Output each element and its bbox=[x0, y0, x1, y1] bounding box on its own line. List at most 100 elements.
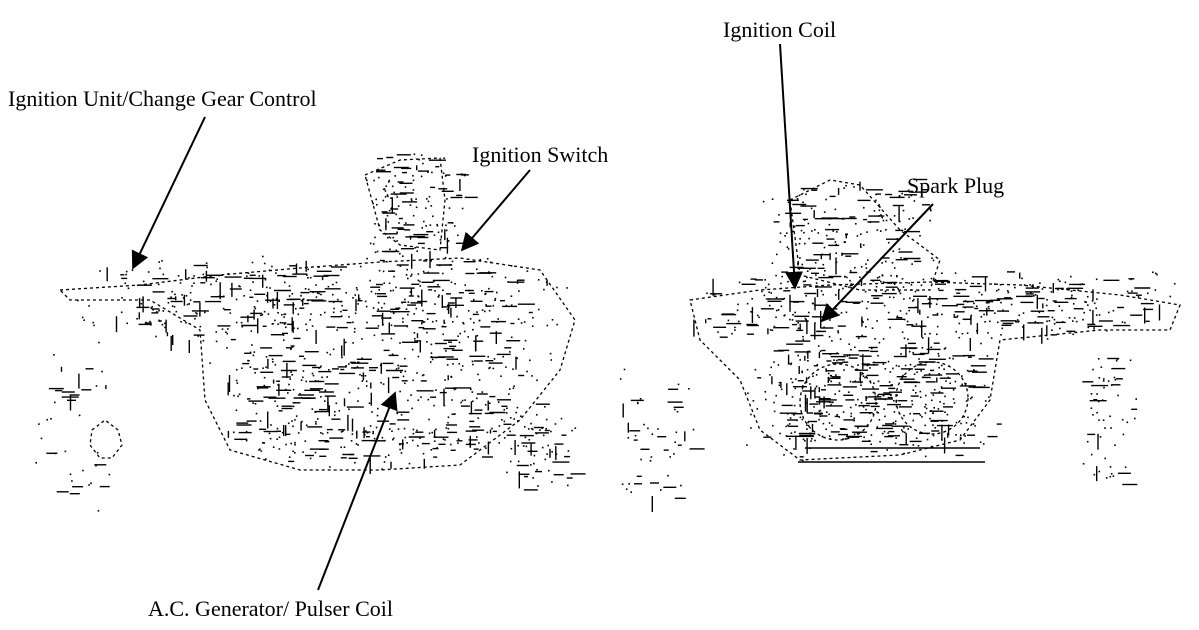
sketch-dot bbox=[291, 374, 293, 376]
sketch-dot bbox=[270, 438, 272, 440]
sketch-dot bbox=[158, 310, 160, 312]
sketch-dot bbox=[303, 370, 305, 372]
sketch-dot bbox=[499, 425, 501, 427]
sketch-dot bbox=[277, 384, 279, 386]
sketch-dot bbox=[404, 383, 406, 385]
sketch-dot bbox=[295, 308, 297, 310]
sketch-dot bbox=[855, 404, 857, 406]
sketch-dot bbox=[981, 316, 983, 318]
sketch-dot bbox=[911, 263, 913, 265]
sketch-dot bbox=[657, 428, 659, 430]
sketch-dot bbox=[203, 274, 205, 276]
sketch-dot bbox=[956, 422, 958, 424]
sketch-dot bbox=[265, 279, 267, 281]
sketch-dot bbox=[491, 428, 493, 430]
sketch-dot bbox=[846, 312, 848, 314]
sketch-dot bbox=[944, 411, 946, 413]
sketch-dot bbox=[1065, 282, 1067, 284]
sketch-dot bbox=[643, 424, 645, 426]
sketch-dot bbox=[547, 445, 549, 447]
sketch-dot bbox=[757, 408, 759, 410]
sketch-dot bbox=[413, 189, 415, 191]
sketch-dot bbox=[1091, 393, 1093, 395]
sketch-dot bbox=[797, 355, 799, 357]
left-atv-specks bbox=[35, 154, 585, 512]
sketch-dot bbox=[518, 318, 520, 320]
sketch-dot bbox=[817, 364, 819, 366]
sketch-dot bbox=[903, 210, 905, 212]
sketch-dot bbox=[392, 290, 394, 292]
sketch-dot bbox=[241, 367, 243, 369]
sketch-dot bbox=[1082, 319, 1084, 321]
sketch-dot bbox=[1109, 416, 1111, 418]
sketch-dot bbox=[366, 322, 368, 324]
sketch-dot bbox=[294, 419, 296, 421]
sketch-dot bbox=[297, 328, 299, 330]
sketch-dot bbox=[976, 306, 978, 308]
sketch-dot bbox=[1092, 414, 1094, 416]
sketch-dot bbox=[829, 336, 831, 338]
sketch-dot bbox=[884, 305, 886, 307]
sketch-dot bbox=[366, 306, 368, 308]
sketch-dot bbox=[532, 325, 534, 327]
sketch-dot bbox=[973, 423, 975, 425]
sketch-dot bbox=[349, 392, 351, 394]
sketch-dot bbox=[913, 444, 915, 446]
sketch-dot bbox=[489, 367, 491, 369]
sketch-dot bbox=[983, 314, 985, 316]
sketch-dot bbox=[279, 448, 281, 450]
sketch-dot bbox=[843, 369, 845, 371]
sketch-dot bbox=[902, 431, 904, 433]
sketch-dot bbox=[388, 454, 390, 456]
sketch-dot bbox=[854, 347, 856, 349]
sketch-dot bbox=[881, 217, 883, 219]
sketch-dot bbox=[357, 303, 359, 305]
sketch-dot bbox=[505, 366, 507, 368]
sketch-dot bbox=[924, 333, 926, 335]
sketch-dot bbox=[893, 297, 895, 299]
sketch-dot bbox=[443, 172, 445, 174]
sketch-dot bbox=[524, 321, 526, 323]
sketch-dot bbox=[485, 447, 487, 449]
sketch-dot bbox=[285, 444, 287, 446]
sketch-dot bbox=[320, 294, 322, 296]
sketch-dot bbox=[457, 442, 459, 444]
sketch-dot bbox=[411, 274, 413, 276]
sketch-dot bbox=[894, 215, 896, 217]
sketch-dot bbox=[485, 304, 487, 306]
sketch-dot bbox=[357, 444, 359, 446]
sketch-dot bbox=[953, 314, 955, 316]
sketch-dot bbox=[1104, 458, 1106, 460]
sketch-dot bbox=[850, 270, 852, 272]
sketch-dot bbox=[409, 463, 411, 465]
sketch-dot bbox=[313, 375, 315, 377]
sketch-dot bbox=[869, 367, 871, 369]
sketch-dot bbox=[778, 309, 780, 311]
sketch-dot bbox=[385, 190, 387, 192]
sketch-dot bbox=[509, 388, 511, 390]
sketch-dot bbox=[1029, 284, 1031, 286]
sketch-dot bbox=[383, 383, 385, 385]
sketch-dot bbox=[800, 417, 802, 419]
sketch-dot bbox=[747, 303, 749, 305]
sketch-dot bbox=[941, 365, 943, 367]
sketch-dot bbox=[391, 207, 393, 209]
sketch-dot bbox=[850, 407, 852, 409]
sketch-dot bbox=[783, 454, 785, 456]
sketch-dot bbox=[373, 307, 375, 309]
sketch-dot bbox=[397, 196, 399, 198]
sketch-dot bbox=[965, 300, 967, 302]
sketch-dot bbox=[772, 262, 774, 264]
sketch-dot bbox=[378, 302, 380, 304]
sketch-dot bbox=[862, 321, 864, 323]
sketch-dot bbox=[772, 425, 774, 427]
sketch-dot bbox=[354, 462, 356, 464]
sketch-dot bbox=[389, 249, 391, 251]
sketch-dot bbox=[826, 411, 828, 413]
sketch-dot bbox=[1018, 321, 1020, 323]
sketch-dot bbox=[171, 291, 173, 293]
sketch-dot bbox=[337, 299, 339, 301]
sketch-dot bbox=[274, 320, 276, 322]
sketch-dot bbox=[266, 356, 268, 358]
sketch-dot bbox=[416, 308, 418, 310]
